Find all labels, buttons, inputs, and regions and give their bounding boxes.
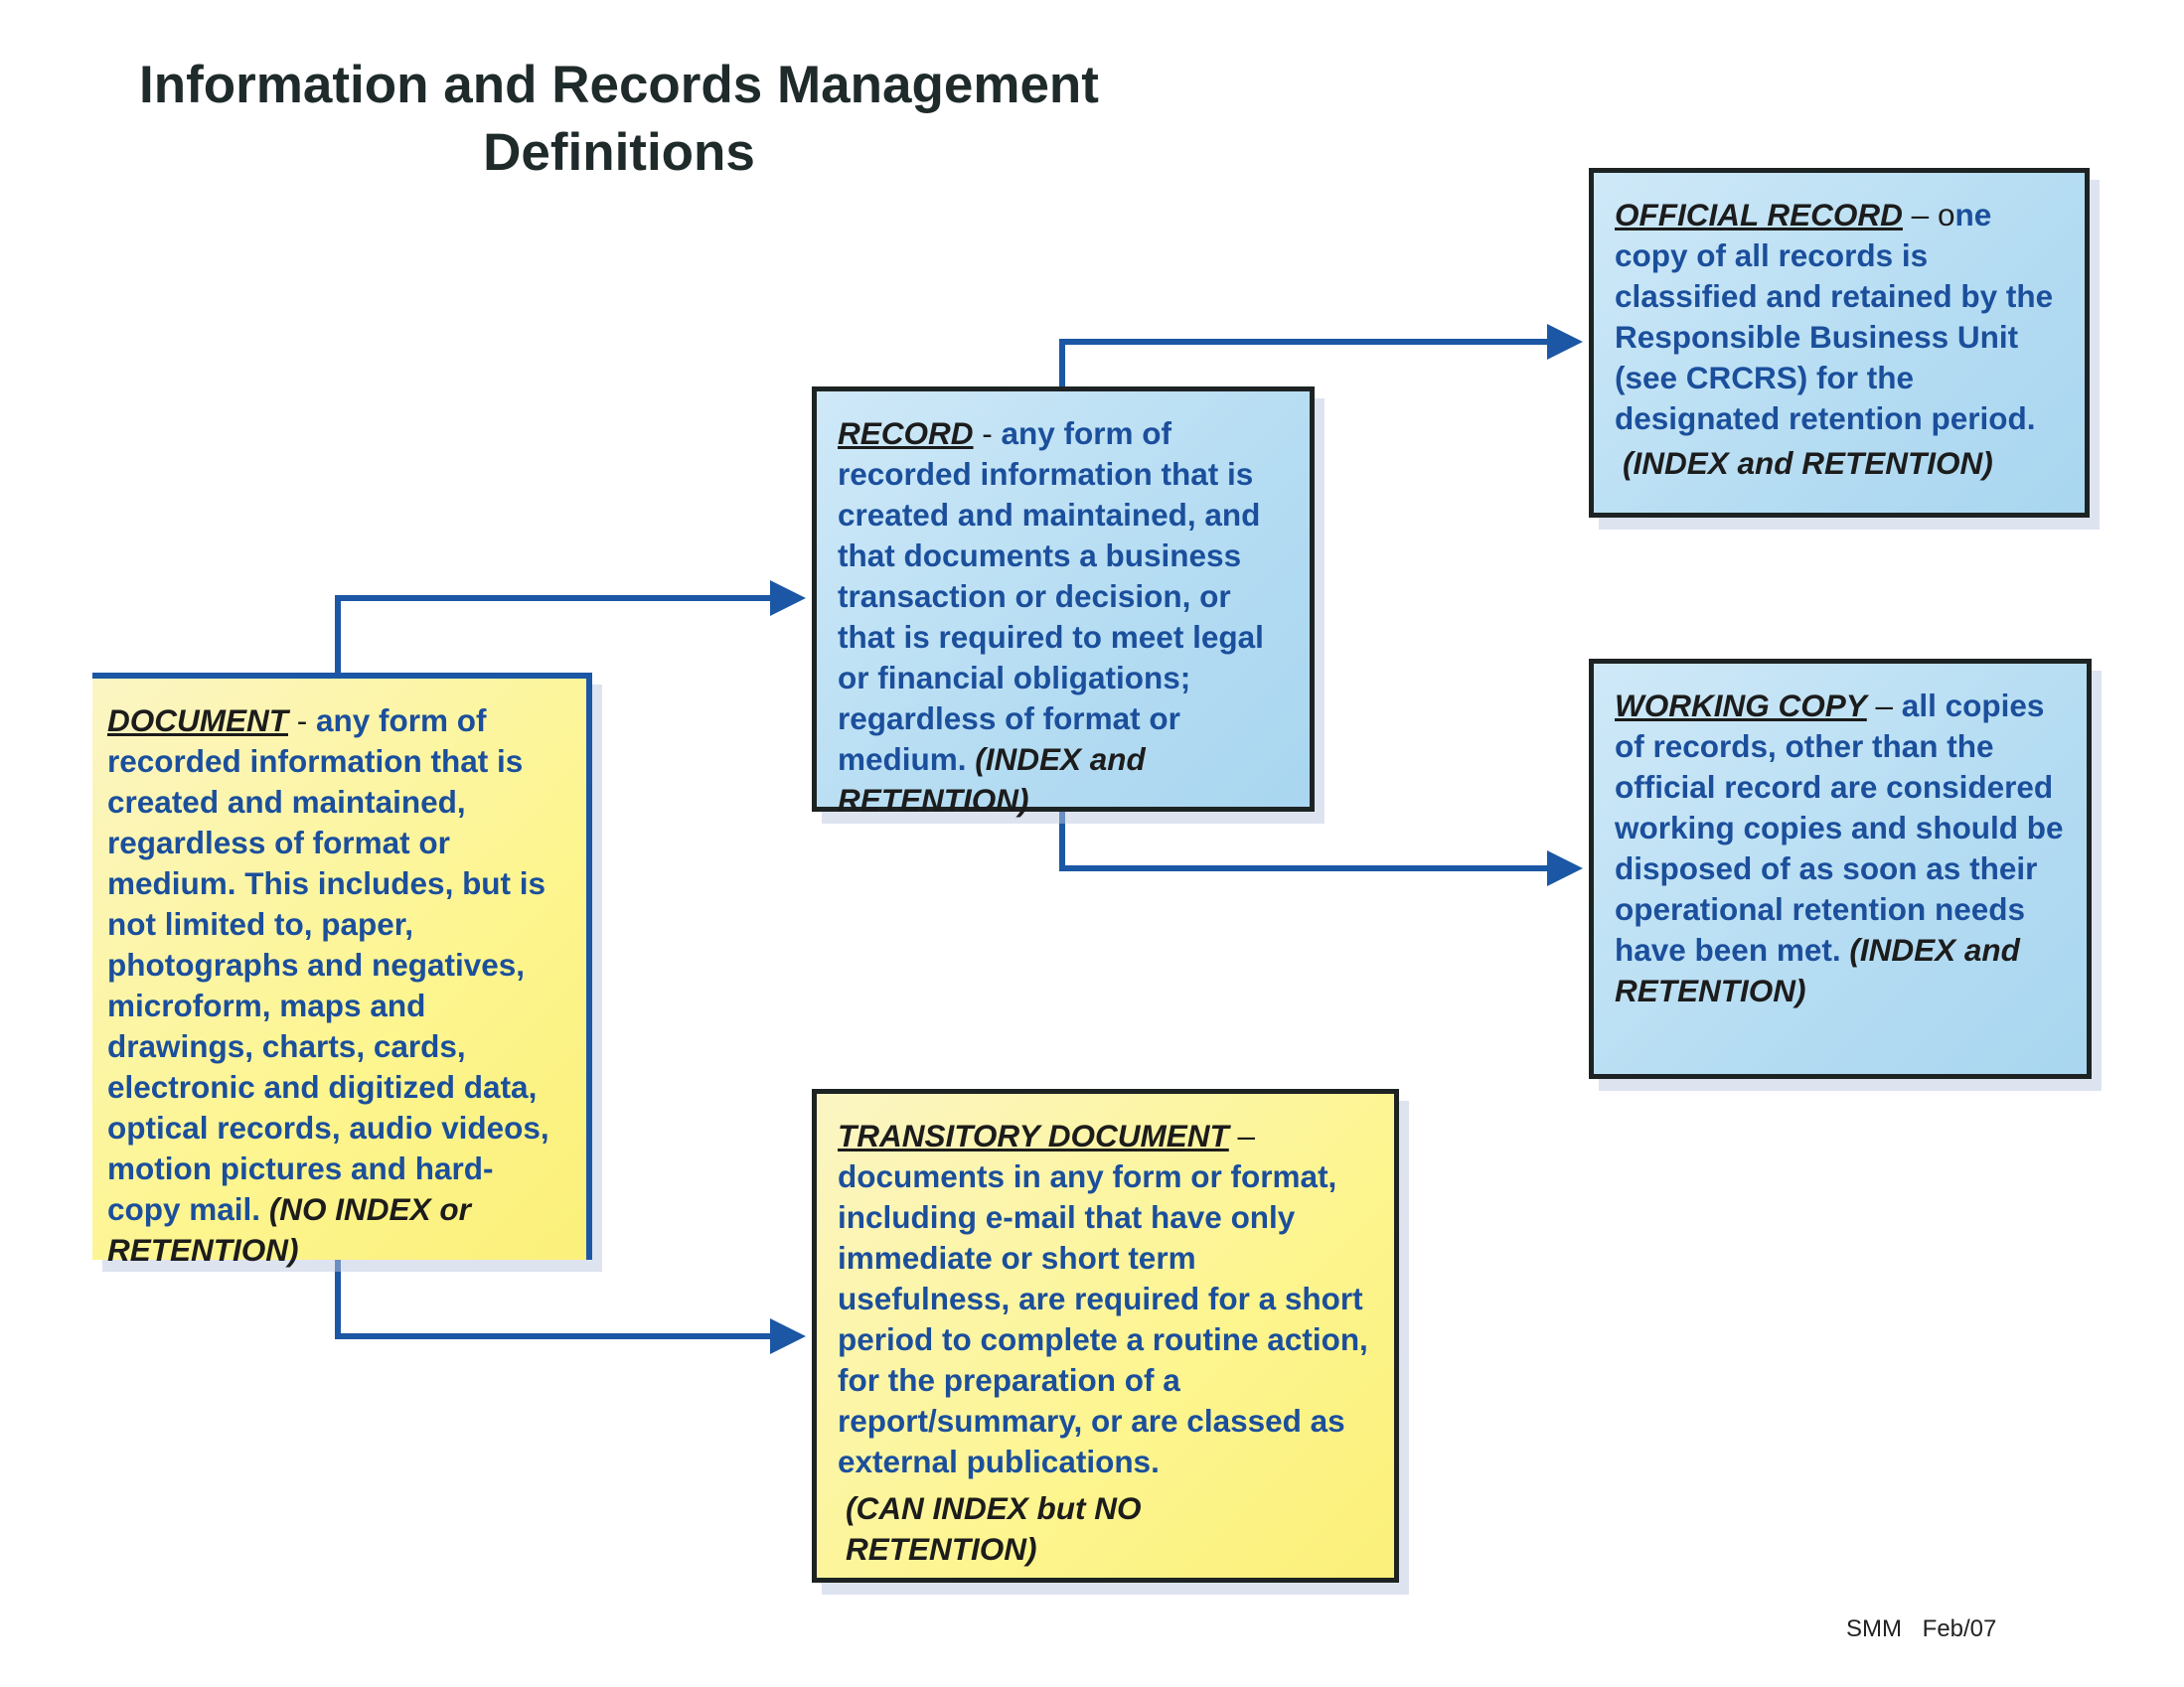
arrow-record-to-working-copy [1059, 812, 1583, 886]
definition-text: all copies of records, other than the of… [1615, 688, 2064, 968]
retention-note: (INDEX and RETENTION) [838, 741, 1146, 818]
definition-text: any form of recorded information that is… [838, 415, 1264, 777]
term-official-record: OFFICIAL RECORD [1615, 197, 1903, 232]
separator: – o [1902, 197, 1955, 232]
footer-initials-date: SMM Feb/07 [1846, 1615, 1997, 1642]
retention-note: (INDEX and RETENTION) [1623, 445, 1993, 481]
arrow-record-to-official-record [1059, 324, 1583, 386]
definition-text: ne copy of all records is classified and… [1615, 197, 2054, 436]
document-definition-box: DOCUMENT - any form of recorded informat… [92, 673, 592, 1268]
title-line-1: Information and Records Management [139, 56, 1099, 114]
page-title: Information and Records Management Defin… [107, 52, 1131, 187]
separator: - [973, 415, 1002, 451]
arrow-document-to-transitory [335, 1260, 806, 1354]
definition-text: any form of recorded information that is… [107, 702, 549, 1227]
term-document: DOCUMENT [107, 702, 288, 738]
record-definition-box: RECORD - any form of recorded informatio… [812, 386, 1315, 818]
term-transitory-document: TRANSITORY DOCUMENT [838, 1118, 1229, 1153]
retention-note: (CAN INDEX but NO RETENTION) [846, 1490, 1142, 1567]
arrow-document-to-record [335, 580, 806, 673]
retention-note: (INDEX and RETENTION) [1615, 932, 2020, 1008]
separator: – [1228, 1118, 1256, 1153]
term-working-copy: WORKING COPY [1615, 688, 1867, 723]
definition-text: documents in any form or format, includi… [838, 1158, 1368, 1479]
title-line-2: Definitions [483, 123, 755, 182]
retention-note: (NO INDEX or RETENTION) [107, 1191, 471, 1268]
separator: – [1866, 688, 1902, 723]
term-record: RECORD [838, 415, 974, 451]
official-record-definition-box: OFFICIAL RECORD – one copy of all record… [1589, 168, 2090, 518]
working-copy-definition-box: WORKING COPY – all copies of records, ot… [1589, 659, 2092, 1079]
separator: - [288, 702, 316, 738]
transitory-document-definition-box: TRANSITORY DOCUMENT – documents in any fo… [812, 1089, 1399, 1583]
